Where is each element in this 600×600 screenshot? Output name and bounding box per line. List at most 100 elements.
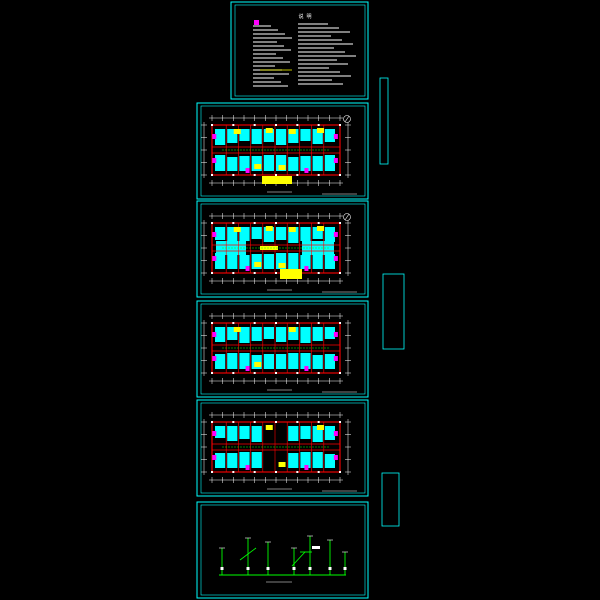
stair-fixture	[280, 269, 302, 279]
equipment-marker	[333, 455, 338, 460]
room-fill	[227, 327, 238, 340]
riser-valve	[343, 567, 347, 570]
riser-valve	[328, 567, 332, 570]
floor-plan-sheet[interactable]	[196, 200, 369, 298]
room-fill	[276, 253, 287, 269]
notes-sheet[interactable]: 说 明	[230, 1, 369, 100]
room-fill	[324, 254, 335, 269]
structural-column	[211, 421, 213, 423]
structural-column	[232, 174, 235, 176]
north-arrow-needle	[344, 115, 350, 123]
riser-sheet-inner-frame	[200, 504, 366, 596]
structural-column	[253, 124, 256, 126]
north-arrow-circle	[343, 115, 351, 123]
riser-label-box	[312, 546, 320, 549]
room-fill	[300, 227, 311, 241]
room-fill	[227, 227, 238, 243]
room-fill	[263, 354, 274, 369]
room-fill	[239, 353, 250, 369]
equipment-marker	[304, 168, 309, 173]
room-fill	[251, 327, 262, 341]
structural-column	[275, 272, 277, 274]
equipment-marker	[333, 158, 338, 163]
room-fill	[312, 452, 323, 468]
room-fill	[288, 129, 299, 143]
room-fill	[300, 353, 311, 369]
structural-column	[296, 421, 299, 423]
room-fill	[288, 253, 299, 269]
sheet-frame	[196, 399, 369, 497]
plumbing-fixture	[265, 425, 273, 430]
room-fill	[300, 156, 311, 171]
structural-column	[253, 421, 256, 423]
plumbing-fixture	[254, 362, 262, 367]
sheet-inner-frame	[200, 105, 366, 197]
structural-column	[317, 272, 320, 274]
plumbing-fixture	[288, 327, 296, 332]
structural-column	[211, 124, 213, 126]
room-fill	[312, 426, 323, 442]
room-fill	[324, 129, 335, 142]
plumbing-fixture	[288, 129, 296, 134]
plumbing-fixture	[233, 129, 241, 134]
room-fill	[227, 253, 238, 269]
riser-valve	[308, 567, 312, 570]
structural-column	[232, 222, 235, 224]
equipment-marker	[212, 256, 217, 261]
equipment-marker	[212, 134, 217, 139]
structural-column	[253, 174, 256, 176]
room-fill	[251, 227, 262, 239]
floor-plan-sheet[interactable]	[196, 399, 369, 497]
room-fill	[263, 155, 274, 171]
equipment-marker	[212, 431, 217, 436]
room-fill	[288, 227, 299, 243]
room-fill	[215, 327, 226, 342]
room-fill	[215, 129, 226, 145]
room-fill	[227, 129, 238, 143]
room-fill	[239, 255, 250, 269]
equipment-marker	[212, 356, 217, 361]
room-fill	[312, 156, 323, 171]
plumbing-fixture	[233, 327, 241, 332]
plumbing-fixture	[254, 262, 262, 267]
room-fill	[276, 129, 287, 145]
floor-plan-sheet[interactable]	[196, 300, 369, 398]
structural-column	[317, 471, 320, 473]
room-fill	[312, 327, 323, 341]
equipment-marker	[245, 366, 250, 371]
sheet-inner-frame	[200, 303, 366, 395]
structural-column	[296, 124, 299, 126]
structural-column	[253, 222, 256, 224]
room-fill	[251, 254, 262, 269]
plumbing-fixture	[278, 165, 286, 170]
plumbing-fixture	[278, 462, 286, 467]
notes-legend-swatch	[254, 20, 259, 25]
equipment-marker	[212, 158, 217, 163]
structural-column	[232, 372, 235, 374]
riser-branch	[291, 551, 306, 567]
title-block-3	[381, 472, 400, 527]
structural-column	[339, 174, 341, 176]
structural-column	[253, 471, 256, 473]
riser-sheet[interactable]	[196, 501, 369, 599]
structural-column	[232, 322, 235, 324]
riser-valve	[292, 567, 296, 570]
structural-column	[253, 322, 256, 324]
room-fill	[300, 129, 311, 141]
room-fill	[239, 227, 250, 241]
structural-column	[275, 372, 277, 374]
room-fill	[239, 156, 250, 171]
structural-column	[253, 272, 256, 274]
room-fill	[251, 452, 262, 468]
room-fill	[263, 227, 274, 242]
riser-diagram	[219, 535, 348, 576]
room-fill	[263, 254, 274, 269]
riser-valve	[220, 567, 224, 570]
structural-column	[275, 174, 277, 176]
room-fill	[300, 426, 311, 439]
structural-column	[232, 471, 235, 473]
room-fill	[263, 327, 274, 339]
structural-column	[296, 174, 299, 176]
floor-plan-sheet[interactable]	[196, 102, 369, 200]
